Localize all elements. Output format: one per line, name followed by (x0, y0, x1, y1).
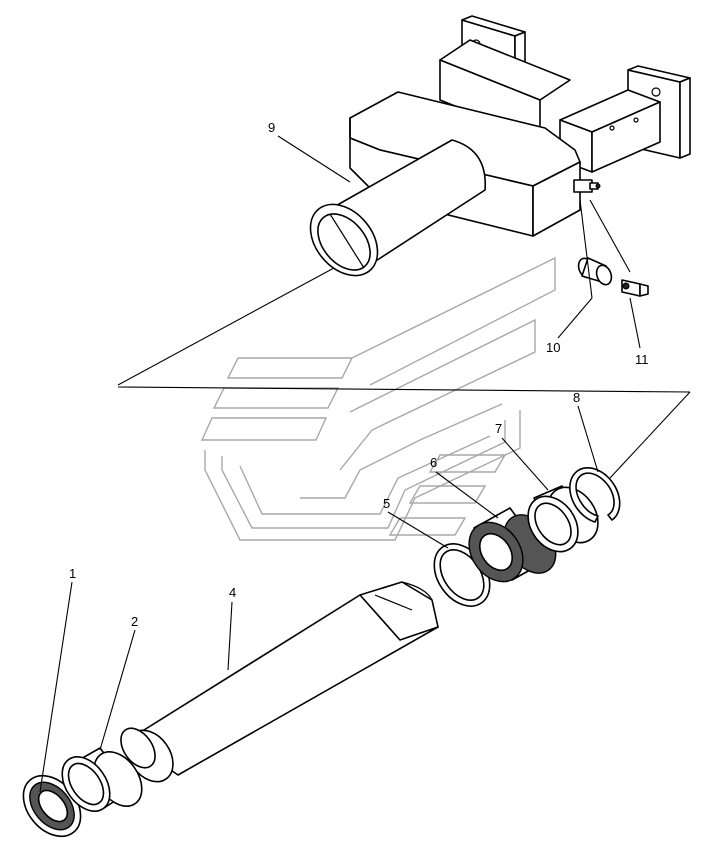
callout-4: 4 (229, 585, 236, 600)
leader-lines (39, 135, 641, 793)
part-11-fitting (621, 279, 649, 297)
part-2-bushing (61, 747, 143, 812)
part-10-grease-nipple (577, 257, 613, 286)
callout-2: 2 (131, 614, 138, 629)
watermark-logo-icon (200, 256, 556, 541)
callout-6: 6 (430, 455, 437, 470)
beam-grease-fitting-icon (573, 179, 601, 193)
part-7-bearing (527, 485, 599, 553)
callout-7: 7 (495, 421, 502, 436)
part-4-shaft (120, 581, 439, 783)
callout-9: 9 (268, 120, 275, 135)
callout-5: 5 (383, 496, 390, 511)
explode-plane-lines (117, 261, 691, 479)
part-9-mount-assembly (309, 15, 691, 277)
callout-11: 11 (635, 352, 649, 367)
callout-8: 8 (573, 390, 580, 405)
callout-10: 10 (546, 340, 560, 355)
callout-numbers: 1 2 4 5 6 7 8 9 10 11 (69, 120, 649, 629)
callout-1: 1 (69, 566, 76, 581)
part-8-snap-ring (569, 467, 621, 523)
